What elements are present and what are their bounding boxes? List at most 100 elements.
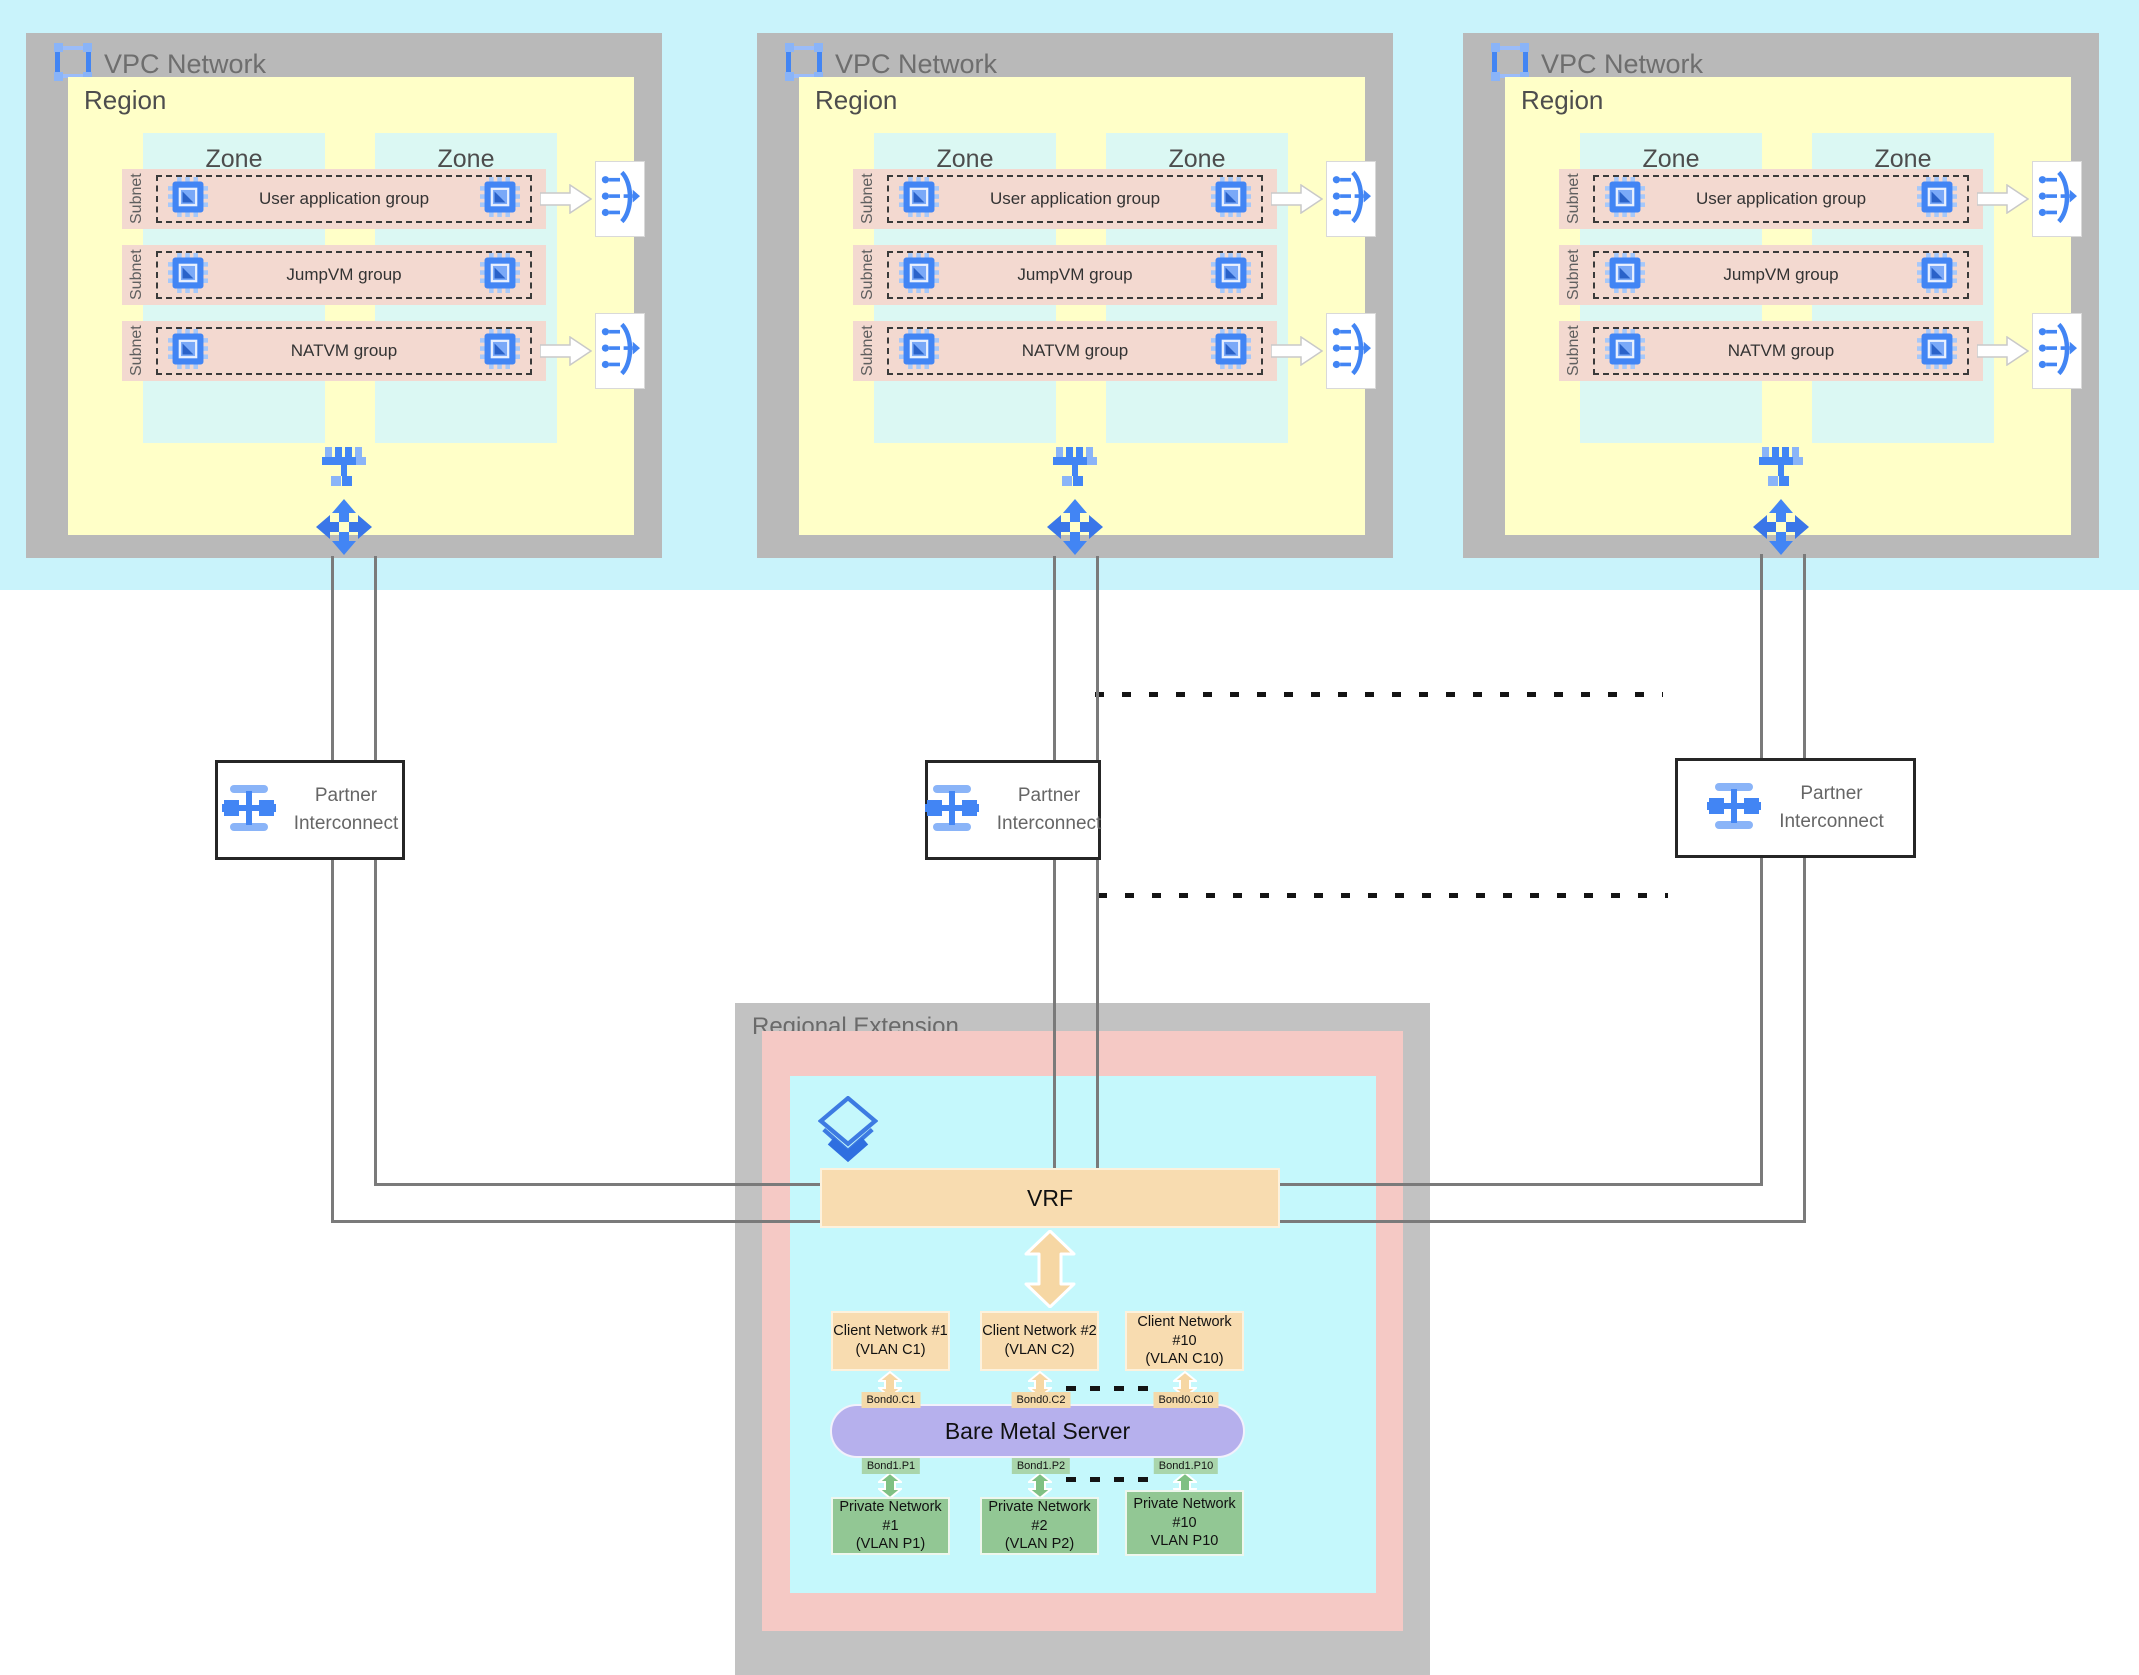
subnet-row: Subnet NATVM group bbox=[122, 321, 546, 381]
partner-interconnect-box: Partner Interconnect bbox=[924, 760, 1102, 860]
vm-group-label: JumpVM group bbox=[1723, 265, 1839, 284]
vpc-network-icon bbox=[54, 43, 92, 86]
subnet-row: Subnet User application group bbox=[853, 169, 1277, 229]
vm-group-label: NATVM group bbox=[1021, 341, 1129, 360]
subnet-row: Subnet JumpVM group bbox=[122, 245, 546, 305]
subnet-label: Subnet bbox=[128, 325, 145, 377]
more-regions-dots bbox=[1098, 893, 1668, 898]
vm-chip-icon bbox=[480, 328, 520, 374]
subnet-label: Subnet bbox=[859, 325, 876, 377]
zone-label: Zone bbox=[1168, 145, 1226, 173]
connector-line bbox=[1053, 556, 1056, 760]
load-balancer-box bbox=[1327, 162, 1375, 236]
subnet-label: Subnet bbox=[1565, 325, 1582, 377]
vpc-network-box: VPC Network Region Zone Zone Subnet User… bbox=[26, 33, 662, 558]
partner-interconnect-icon bbox=[1707, 782, 1762, 834]
vm-chip-icon bbox=[1211, 252, 1251, 298]
load-balancer-box bbox=[596, 162, 644, 236]
vrf-double-arrow-icon bbox=[1024, 1229, 1076, 1313]
vm-chip-icon bbox=[480, 252, 520, 298]
vm-group-label: User application group bbox=[989, 189, 1161, 208]
load-balancer-icon bbox=[2037, 166, 2077, 233]
more-bonds-dots bbox=[1066, 1477, 1156, 1482]
subnet-row: Subnet JumpVM group bbox=[853, 245, 1277, 305]
vm-group-box: NATVM group bbox=[156, 327, 532, 375]
private-network-box: Private Network #2 (VLAN P2) bbox=[980, 1497, 1099, 1555]
subnet-row: Subnet User application group bbox=[1559, 169, 1983, 229]
partner-interconnect-label: Partner Interconnect bbox=[996, 785, 1102, 834]
connector-line bbox=[1760, 857, 1763, 1185]
vm-group-box: User application group bbox=[156, 175, 532, 223]
vm-group-label: JumpVM group bbox=[286, 265, 402, 284]
vm-chip-icon bbox=[168, 252, 208, 298]
connector-line bbox=[1053, 858, 1056, 1170]
peering-stack-icon bbox=[817, 1095, 879, 1171]
vm-chip-icon bbox=[1605, 176, 1645, 222]
subnet-row: Subnet User application group bbox=[122, 169, 546, 229]
egress-block-arrow bbox=[1976, 335, 2030, 371]
bond-label: Bond0.C2 bbox=[1011, 1392, 1071, 1408]
connector-line bbox=[1270, 1220, 1806, 1223]
load-balancer-box bbox=[1327, 314, 1375, 388]
zone-label: Zone bbox=[936, 145, 994, 173]
connector-line bbox=[331, 858, 334, 1222]
more-regions-dots bbox=[1095, 692, 1663, 697]
load-balancer-icon bbox=[600, 166, 640, 233]
region-label: Region bbox=[1521, 85, 1604, 115]
bond-label: Bond0.C10 bbox=[1153, 1392, 1219, 1408]
load-balancer-box bbox=[2033, 314, 2081, 388]
vpc-network-icon bbox=[1491, 43, 1529, 86]
traffic-arrows-icon bbox=[1753, 499, 1809, 560]
vm-group-label: User application group bbox=[1695, 189, 1867, 208]
traffic-arrows-icon bbox=[1047, 499, 1103, 560]
subnet-label: Subnet bbox=[859, 249, 876, 301]
region-box: Region Zone Zone Subnet User application… bbox=[1505, 77, 2071, 535]
partner-interconnect-label: Partner Interconnect bbox=[1779, 783, 1884, 832]
vpc-network-box: VPC Network Region Zone Zone Subnet User… bbox=[1463, 33, 2099, 558]
region-label: Region bbox=[815, 85, 898, 115]
vm-chip-icon bbox=[1917, 328, 1957, 374]
vm-chip-icon bbox=[1605, 252, 1645, 298]
vm-chip-icon bbox=[1211, 176, 1251, 222]
client-network-box: Client Network #10 (VLAN C10) bbox=[1125, 1311, 1244, 1371]
vm-chip-icon bbox=[899, 252, 939, 298]
connector-line bbox=[1096, 556, 1099, 760]
client-network-box: Client Network #2 (VLAN C2) bbox=[980, 1311, 1099, 1371]
vm-group-box: JumpVM group bbox=[887, 251, 1263, 299]
private-network-box: Private Network #10 VLAN P10 bbox=[1125, 1490, 1244, 1556]
connector-line bbox=[1096, 858, 1099, 1170]
vpc-network-title: VPC Network bbox=[1541, 49, 1704, 79]
load-balancer-icon bbox=[1331, 166, 1371, 233]
vm-group-box: JumpVM group bbox=[156, 251, 532, 299]
region-label: Region bbox=[84, 85, 167, 115]
vm-group-box: JumpVM group bbox=[1593, 251, 1969, 299]
vm-chip-icon bbox=[1605, 328, 1645, 374]
zone-label: Zone bbox=[1874, 145, 1932, 173]
connector-line bbox=[374, 1183, 830, 1186]
connector-line bbox=[374, 556, 377, 760]
vm-group-box: NATVM group bbox=[1593, 327, 1969, 375]
connector-line bbox=[1803, 857, 1806, 1222]
vpc-network-box: VPC Network Region Zone Zone Subnet User… bbox=[757, 33, 1393, 558]
vm-group-label: NATVM group bbox=[290, 341, 398, 360]
network-switch-icon bbox=[322, 447, 366, 494]
vm-chip-icon bbox=[168, 328, 208, 374]
connector-line bbox=[374, 858, 377, 1185]
vm-group-box: User application group bbox=[1593, 175, 1969, 223]
vm-chip-icon bbox=[480, 176, 520, 222]
vm-chip-icon bbox=[899, 328, 939, 374]
vm-group-label: JumpVM group bbox=[1017, 265, 1133, 284]
zone-label: Zone bbox=[205, 145, 263, 173]
client-network-box: Client Network #1 (VLAN C1) bbox=[831, 1311, 950, 1371]
vm-chip-icon bbox=[1917, 252, 1957, 298]
partner-interconnect-box: Partner Interconnect bbox=[215, 760, 405, 860]
subnet-label: Subnet bbox=[859, 173, 876, 225]
bond-label: Bond1.P10 bbox=[1153, 1458, 1219, 1474]
vm-group-label: NATVM group bbox=[1727, 341, 1835, 360]
partner-interconnect-label: Partner Interconnect bbox=[293, 785, 399, 834]
vm-group-box: User application group bbox=[887, 175, 1263, 223]
vm-group-box: NATVM group bbox=[887, 327, 1263, 375]
load-balancer-box bbox=[596, 314, 644, 388]
partner-interconnect-icon bbox=[924, 784, 979, 836]
